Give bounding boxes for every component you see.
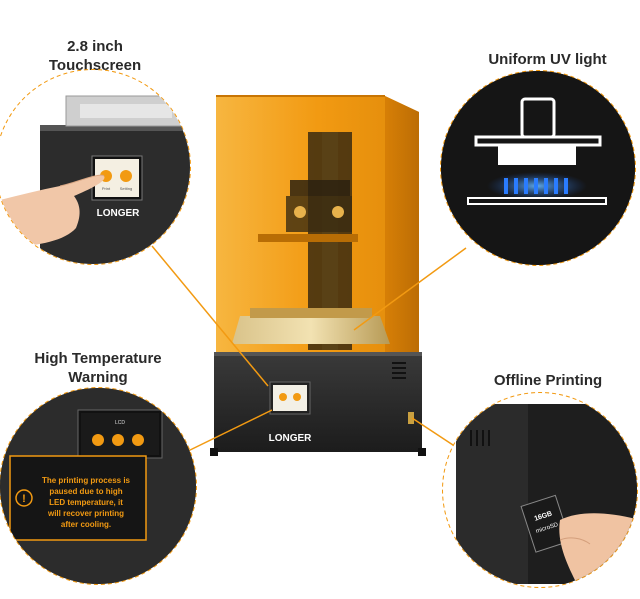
label-temp-line1: High Temperature — [34, 350, 162, 367]
warning-line-2: paused due to high — [49, 487, 122, 496]
warning-line-5: after cooling. — [61, 520, 111, 529]
brand-logo-touchscreen: LONGER — [97, 208, 141, 219]
printer-base — [214, 352, 422, 452]
circle-touchscreen: Print Setting LONGER — [0, 69, 191, 265]
usb-port — [408, 412, 414, 424]
resin-vat — [232, 316, 390, 344]
warning-line-3: LED temperature, it — [49, 498, 123, 507]
screen-icon1-label: Print — [102, 186, 111, 191]
sd-card: 16GB microSD — [520, 494, 571, 553]
hand-pointing — [0, 175, 105, 247]
screen-icon2-label: Setting — [120, 186, 132, 191]
brand-logo-center: LONGER — [269, 433, 313, 444]
uv-leds — [504, 178, 568, 194]
warning-line-1: The printing process is — [42, 476, 131, 485]
label-high-temperature: High Temperature Warning — [8, 349, 188, 387]
circle-temperature-warning: LCD ! The printing process is paused due… — [0, 387, 197, 585]
svg-text:!: ! — [22, 493, 26, 505]
label-touchscreen-line2: Touchscreen — [48, 57, 142, 74]
label-touchscreen: 2.8 inch Touchscreen — [30, 37, 160, 75]
connector-lines — [151, 245, 467, 453]
label-uv-light: Uniform UV light — [488, 51, 607, 68]
label-touchscreen-line1: 2.8 inch — [67, 38, 123, 55]
screen-warning-title: LCD — [115, 420, 125, 426]
circle-uv-light — [440, 70, 636, 266]
circle-offline-printing: 16GB microSD — [442, 392, 638, 588]
warning-line-4: will recover printing — [47, 509, 124, 518]
label-offline-printing: Offline Printing — [493, 372, 603, 389]
label-temp-line2: Warning — [68, 369, 128, 386]
printer: LONGER — [210, 95, 426, 456]
warning-icon — [15, 489, 33, 507]
warning-dialog — [9, 455, 147, 541]
